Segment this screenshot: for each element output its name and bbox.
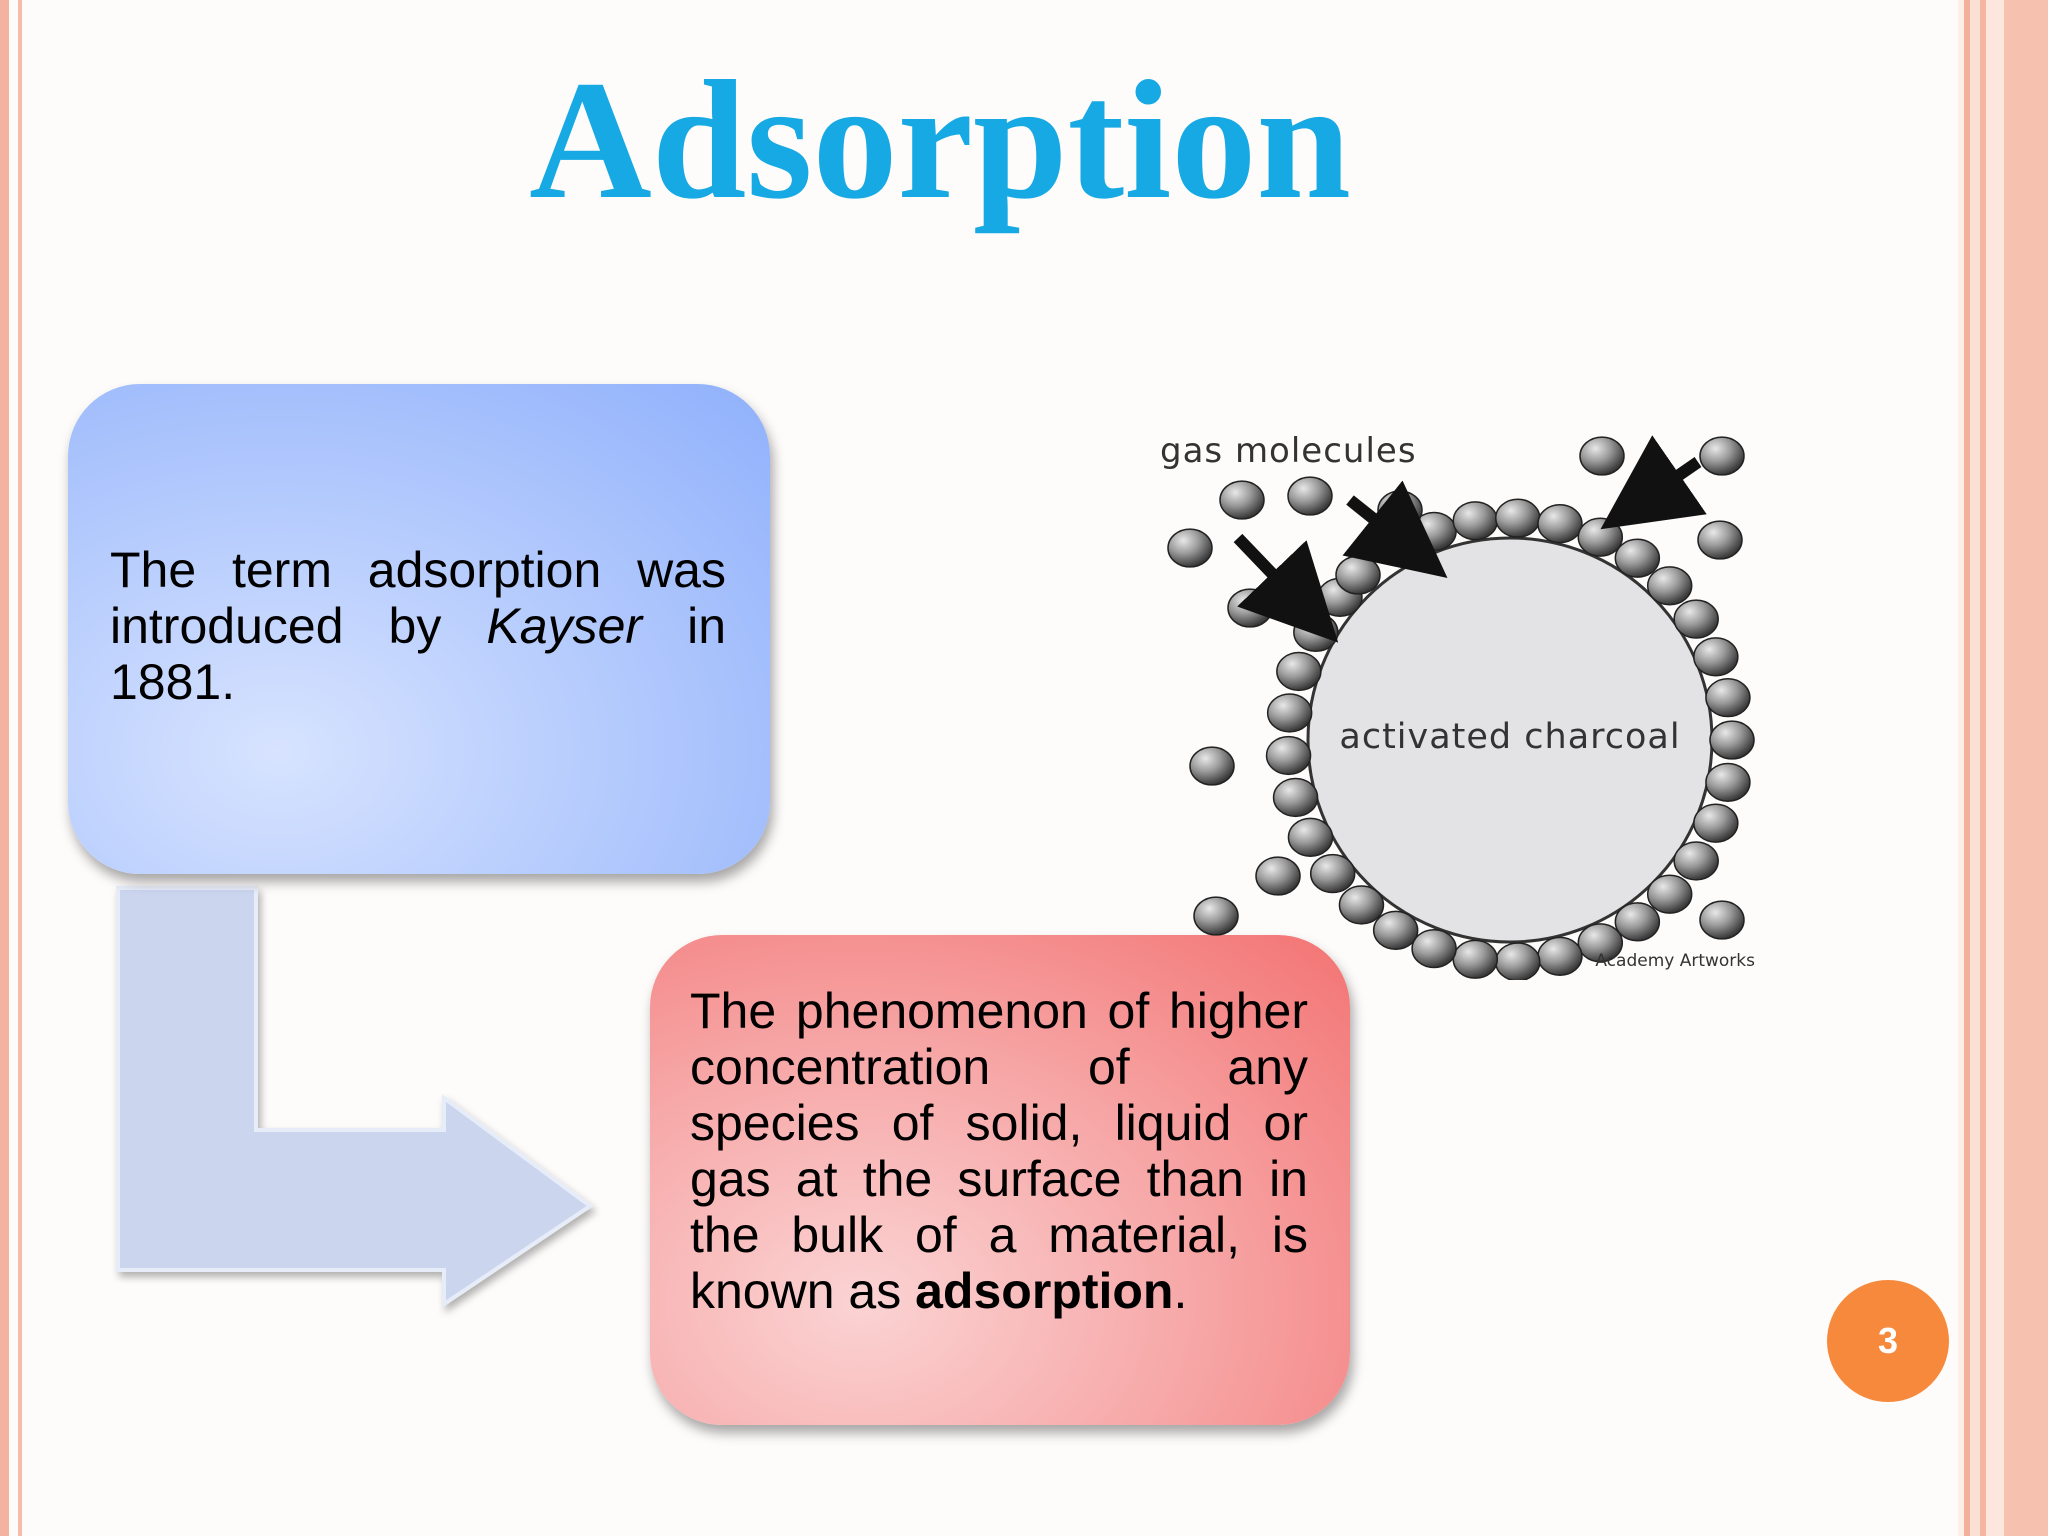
adsorbed-molecule (1272, 777, 1319, 818)
adsorbed-molecule (1537, 936, 1583, 976)
adsorbed-molecule (1265, 735, 1312, 776)
gas-molecule (1167, 528, 1213, 568)
definition-text-end: . (1173, 1263, 1188, 1319)
adsorbed-molecule (1705, 677, 1751, 718)
kayser-name: Kayser (486, 598, 643, 654)
slide-title: Adsorption (529, 46, 1351, 234)
adsorbed-molecule (1709, 720, 1755, 760)
gas-molecule (1335, 555, 1381, 595)
gas-molecule (1699, 900, 1745, 940)
slide-border-left (0, 0, 9, 1536)
gas-molecule (1193, 896, 1239, 936)
adsorbed-molecule (1614, 538, 1661, 578)
adsorbed-molecule (1673, 841, 1719, 881)
adsorbed-molecule (1411, 928, 1457, 969)
illustration-credit: Academy Artworks (1595, 951, 1755, 971)
adsorbed-molecule (1614, 902, 1661, 942)
definition-text-start: The phenomenon of higher concentration o… (690, 983, 1308, 1319)
flow-arrow (110, 880, 610, 1320)
adsorbed-molecule (1276, 651, 1322, 692)
adsorbed-molecule (1495, 942, 1541, 980)
adsorbed-molecule (1646, 874, 1693, 914)
gas-molecule (1287, 476, 1333, 516)
adsorbed-molecule (1452, 501, 1499, 541)
adsorbed-molecule (1577, 517, 1624, 557)
adsorption-diagram: gas molecules activated charcoal Academy… (1150, 420, 1770, 980)
adsorbed-molecule (1372, 910, 1419, 950)
adsorbed-molecule (1266, 693, 1313, 733)
gas-molecule (1697, 520, 1743, 560)
adsorption-illustration: gas molecules activated charcoal Academy… (1160, 431, 1755, 980)
arrow-icon (1233, 533, 1339, 643)
history-text-end: in 1881. (110, 598, 726, 710)
charcoal-label: activated charcoal (1339, 717, 1680, 757)
adsorbed-molecule (1693, 637, 1739, 677)
gas-molecule (1579, 436, 1625, 476)
gas-molecule (1227, 588, 1273, 628)
gas-molecule (1219, 480, 1265, 520)
page-number-badge: 3 (1827, 1280, 1949, 1402)
adsorption-term: adsorption (915, 1263, 1174, 1319)
arrow-icon (1342, 480, 1448, 578)
adsorbed-molecule (1537, 504, 1583, 544)
definition-box-history: The term adsorption was introduced by Ka… (68, 384, 770, 874)
slide-border-right (1958, 0, 2048, 1536)
adsorbed-molecule (1287, 817, 1334, 857)
gas-molecule (1699, 436, 1745, 476)
adsorbed-molecule (1705, 762, 1751, 803)
adsorbed-molecule (1452, 939, 1499, 979)
adsorbed-molecule (1293, 612, 1339, 653)
history-text-start: The term adsorption was introduced by (110, 542, 726, 654)
adsorbed-molecule (1338, 885, 1385, 925)
adsorbed-molecule (1494, 498, 1541, 538)
definition-box-phenomenon: The phenomenon of higher concentration o… (650, 935, 1350, 1425)
gas-molecules-label: gas molecules (1160, 431, 1417, 471)
adsorbed-molecule (1693, 803, 1739, 843)
adsorbed-molecule (1646, 566, 1693, 606)
adsorbed-molecule (1309, 853, 1356, 894)
adsorbed-molecule (1577, 923, 1624, 963)
slide-border-left-inner (18, 0, 22, 1536)
definition-text: The phenomenon of higher concentration o… (690, 983, 1308, 1319)
gas-molecule (1255, 856, 1301, 896)
arrow-icon (1600, 435, 1707, 530)
adsorbed-molecule (1673, 599, 1719, 639)
gas-molecule (1189, 746, 1235, 786)
history-text: The term adsorption was introduced by Ka… (110, 542, 726, 710)
